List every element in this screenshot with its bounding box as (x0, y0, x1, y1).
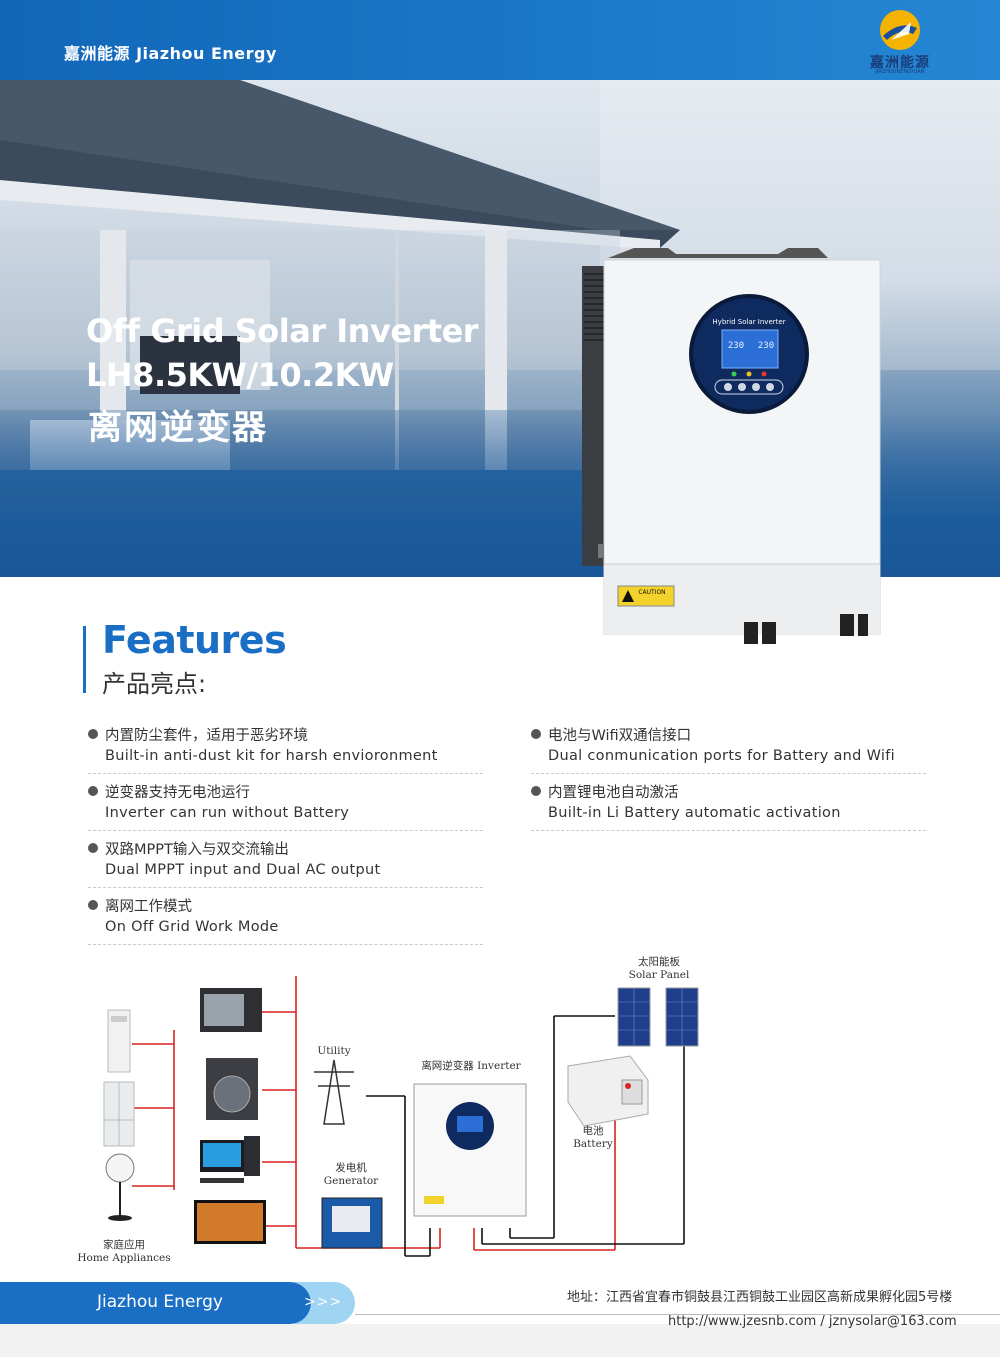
footer-address: 地址：江西省宜春市铜鼓县江西铜鼓工业园区高新成果孵化园5号楼 (567, 1290, 953, 1305)
generator-label-cn: 发电机 (335, 1162, 367, 1174)
home-label-cn: 家庭应用 (103, 1239, 145, 1251)
logo-subtitle: JIAZHOUNENGYUAN (875, 69, 925, 75)
battery-label-en: Battery (573, 1138, 613, 1150)
footer-contact: http://www.jzesnb.com / jznysolar@163.co… (668, 1314, 957, 1329)
feature-en: Dual MPPT input and Dual AC output (105, 862, 381, 878)
hero-title: Off Grid Solar Inverter (86, 312, 479, 350)
feature-cn: 内置锂电池自动激活 (531, 781, 931, 802)
hero-model: LH8.5KW/10.2KW (86, 356, 394, 394)
display-left-value: 230 (728, 341, 744, 351)
utility-label: Utility (317, 1045, 351, 1057)
display-right-value: 230 (758, 341, 774, 351)
enter-button-icon (766, 383, 774, 391)
features-title: Features (102, 618, 287, 662)
home-label-en: Home Appliances (77, 1252, 171, 1264)
feature-divider (88, 773, 483, 774)
feature-cn: 电池与Wifi双通信接口 (531, 724, 931, 745)
inv-led-icon (731, 371, 737, 377)
utility-tower-icon (314, 1059, 354, 1125)
television-icon (194, 1200, 266, 1244)
footer-name-pill (0, 1282, 355, 1324)
device-label: Hybrid Solar Inverter (712, 318, 785, 326)
wiring-diagram (103, 976, 699, 1257)
features-accent-bar (83, 626, 86, 693)
fan-icon (105, 1153, 135, 1221)
feature-en: Inverter can run without Battery (105, 805, 350, 821)
esc-button-icon (724, 383, 732, 391)
header-bar: 嘉洲能源 Jiazhou Energy 嘉洲能源 JIAZHOUNENGYUAN (0, 0, 1000, 80)
washing-machine-icon (206, 1058, 258, 1120)
logo-name: 嘉洲能源 (870, 55, 930, 71)
feature-cn: 离网工作模式 (88, 895, 488, 916)
hero-banner (0, 80, 1000, 577)
feature-divider (531, 773, 926, 774)
feature-item: 逆变器支持无电池运行 Inverter can run without Batt… (88, 781, 488, 831)
generator-icon (321, 1197, 383, 1249)
refrigerator-icon (103, 1081, 135, 1147)
battery-icon (567, 1055, 649, 1127)
air-conditioner-icon (107, 1009, 131, 1073)
inverter-diagram-icon (413, 1083, 527, 1217)
solar-label-en: Solar Panel (628, 969, 690, 981)
fault-led-icon (761, 371, 767, 377)
house-roof-image (0, 80, 680, 250)
sun-logo-icon (880, 10, 920, 50)
system-diagram: 太阳能板 Solar Panel Utility 离网逆变器 Inverter … (70, 950, 730, 1270)
generator-label-en: Generator (323, 1175, 379, 1187)
feature-divider (531, 830, 926, 831)
feature-item: 电池与Wifi双通信接口 Dual conmunication ports fo… (531, 724, 931, 774)
solar-label-cn: 太阳能板 (638, 956, 680, 968)
footer-company-name: Jiazhou Energy (97, 1292, 223, 1312)
inverter-product-image: Hybrid Solar Inverter 230 230 CAUTION (582, 248, 881, 644)
down-button-icon (752, 383, 760, 391)
computer-icon (200, 1136, 260, 1183)
microwave-icon (200, 988, 262, 1032)
feature-item: 内置锂电池自动激活 Built-in Li Battery automatic … (531, 781, 931, 831)
battery-label-cn: 电池 (582, 1125, 604, 1137)
feature-divider (88, 944, 483, 945)
feature-item: 离网工作模式 On Off Grid Work Mode (88, 895, 488, 945)
feature-cn: 内置防尘套件，适用于恶劣环境 (88, 724, 488, 745)
features-subtitle: 产品亮点: (102, 670, 207, 698)
brand-text: 嘉洲能源 Jiazhou Energy (64, 44, 277, 63)
feature-en: Dual conmunication ports for Battery and… (548, 748, 895, 764)
feature-en: On Off Grid Work Mode (105, 919, 279, 935)
footer-divider (355, 1314, 1000, 1315)
feature-en: Built-in Li Battery automatic activation (548, 805, 841, 821)
feature-divider (88, 887, 483, 888)
feature-item: 双路MPPT输入与双交流输出 Dual MPPT input and Dual … (88, 838, 488, 888)
feature-item: 内置防尘套件，适用于恶劣环境 Built-in anti-dust kit fo… (88, 724, 488, 774)
inverter-label: 离网逆变器 Inverter (421, 1060, 521, 1072)
feature-cn: 逆变器支持无电池运行 (88, 781, 488, 802)
footer-background (0, 1324, 1000, 1357)
feature-en: Built-in anti-dust kit for harsh envioro… (105, 748, 438, 764)
company-logo: 嘉洲能源 JIAZHOUNENGYUAN (855, 6, 945, 76)
up-button-icon (738, 383, 746, 391)
feature-divider (88, 830, 483, 831)
hero-title-cn: 离网逆变器 (88, 408, 268, 448)
solar-panel-icon (617, 987, 699, 1047)
charge-led-icon (746, 371, 752, 377)
feature-cn: 双路MPPT输入与双交流输出 (88, 838, 488, 859)
caution-label: CAUTION (638, 589, 665, 596)
footer-arrows-icon: >>> (304, 1294, 343, 1310)
